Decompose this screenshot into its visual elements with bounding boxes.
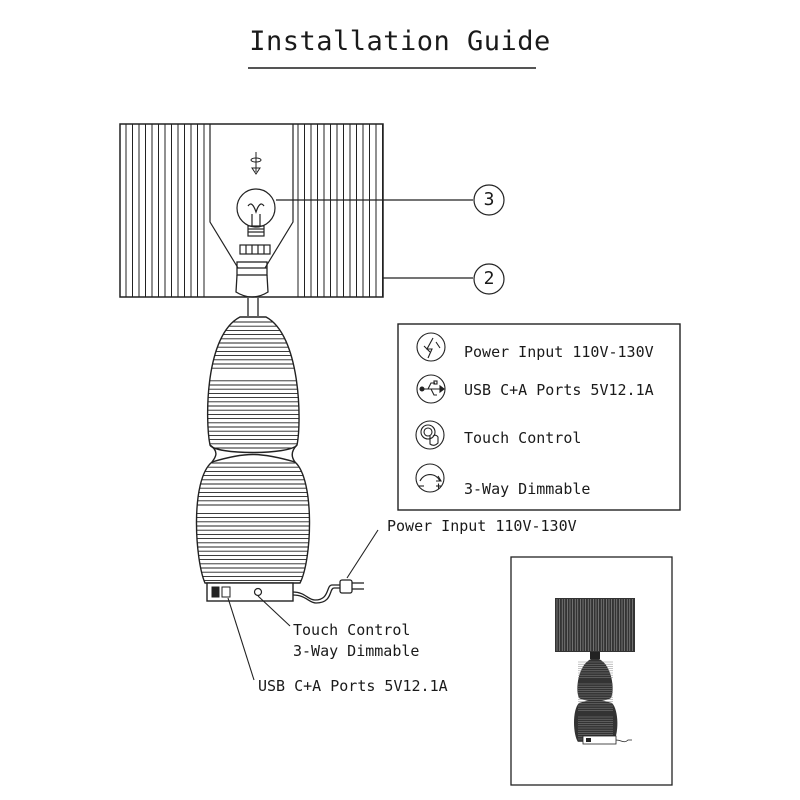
page-title: Installation Guide: [249, 26, 551, 57]
dimmer-dial-icon: [415, 463, 445, 493]
lampshade: [119, 123, 384, 298]
legend-label-dimmable: 3-Way Dimmable: [464, 480, 591, 498]
power-cord: [292, 584, 340, 604]
lightning-plug-icon: [416, 332, 446, 362]
usb-icon: [416, 374, 446, 404]
callout-number-3: 3: [483, 189, 495, 210]
legend-label-touch: Touch Control: [464, 429, 582, 447]
legend-label-usb: USB C+A Ports 5V12.1A: [464, 381, 654, 399]
annotation-usb-ports: USB C+A Ports 5V12.1A: [258, 677, 448, 695]
finial-icon: [250, 152, 262, 175]
callout-3: [276, 184, 505, 216]
title-underline: [248, 67, 536, 69]
power-plug-icon: [339, 579, 364, 594]
lamp-base-box: [206, 582, 294, 602]
lamp-neck: [247, 298, 259, 316]
touch-finger-icon: [415, 420, 445, 450]
legend-label-power: Power Input 110V-130V: [464, 343, 654, 361]
usb-ports: [211, 586, 231, 598]
annotation-power-input: Power Input 110V-130V: [387, 517, 577, 535]
legend-box: [397, 323, 681, 511]
socket: [235, 261, 269, 298]
thumbnail-frame: [510, 556, 673, 786]
lamp-body-upper: [206, 316, 300, 454]
harp-nut: [239, 244, 271, 255]
callout-2: [383, 263, 505, 295]
annotation-leaders: [227, 529, 379, 681]
callout-number-2: 2: [483, 268, 495, 289]
annotation-touch-control: Touch Control: [293, 621, 411, 639]
light-bulb-icon: [236, 188, 276, 237]
lamp-body-lower: [195, 453, 311, 584]
thumbnail-lamp: [555, 598, 635, 745]
touch-control-button: [253, 587, 263, 597]
annotation-dimmable: 3-Way Dimmable: [293, 642, 420, 660]
